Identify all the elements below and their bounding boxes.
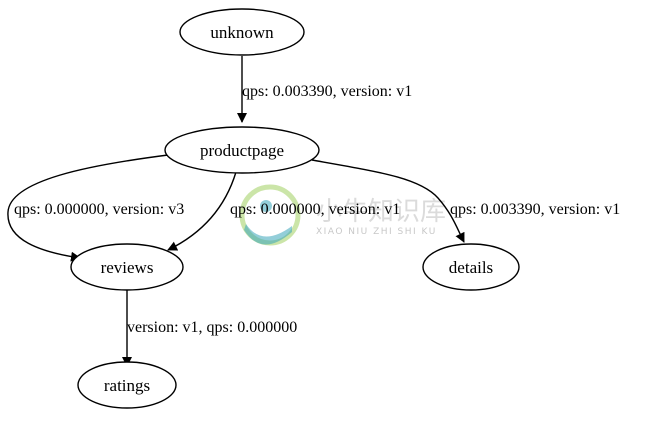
watermark-cn-text: 小牛知识库 [316, 197, 446, 227]
edge-unknown-productpage: qps: 0.003390, version: v1 [237, 56, 412, 123]
node-label: unknown [210, 23, 274, 42]
watermark-logo-icon [239, 184, 301, 246]
node-label: productpage [200, 141, 284, 160]
node-unknown[interactable]: unknown [179, 8, 305, 56]
node-shape [179, 8, 305, 56]
watermark-en-text: XIAO NIU ZHI SHI KU [316, 227, 437, 237]
edge-label: version: v1, qps: 0.000000 [127, 319, 297, 336]
node-shape [70, 243, 184, 291]
edge-label: qps: 0.000000, version: v3 [14, 201, 184, 218]
edge-label: qps: 0.003390, version: v1 [450, 201, 620, 218]
edge-reviews-ratings: version: v1, qps: 0.000000 [122, 290, 297, 367]
watermark: 小牛知识库 XIAO NIU ZHI SHI KU [239, 184, 446, 246]
node-details[interactable]: details [422, 243, 520, 291]
node-productpage[interactable]: productpage [164, 126, 320, 174]
node-reviews[interactable]: reviews [70, 243, 184, 291]
edge-productpage-details: qps: 0.003390, version: v1 [311, 159, 620, 243]
node-shape [422, 243, 520, 291]
node-label: ratings [104, 376, 150, 395]
node-shape [164, 126, 320, 174]
node-label: details [449, 258, 493, 277]
node-shape [77, 361, 177, 409]
node-ratings[interactable]: ratings [77, 361, 177, 409]
edge-line [7, 154, 169, 262]
edge-line [311, 159, 465, 243]
edge-productpage-reviews-v1: qps: 0.000000, version: v1 [167, 171, 400, 251]
edge-label: qps: 0.003390, version: v1 [242, 83, 412, 100]
edge-productpage-reviews-v3: qps: 0.000000, version: v3 [7, 154, 184, 262]
edge-label: qps: 0.000000, version: v1 [230, 201, 400, 218]
node-label: reviews [101, 258, 154, 277]
edge-line [167, 171, 237, 251]
